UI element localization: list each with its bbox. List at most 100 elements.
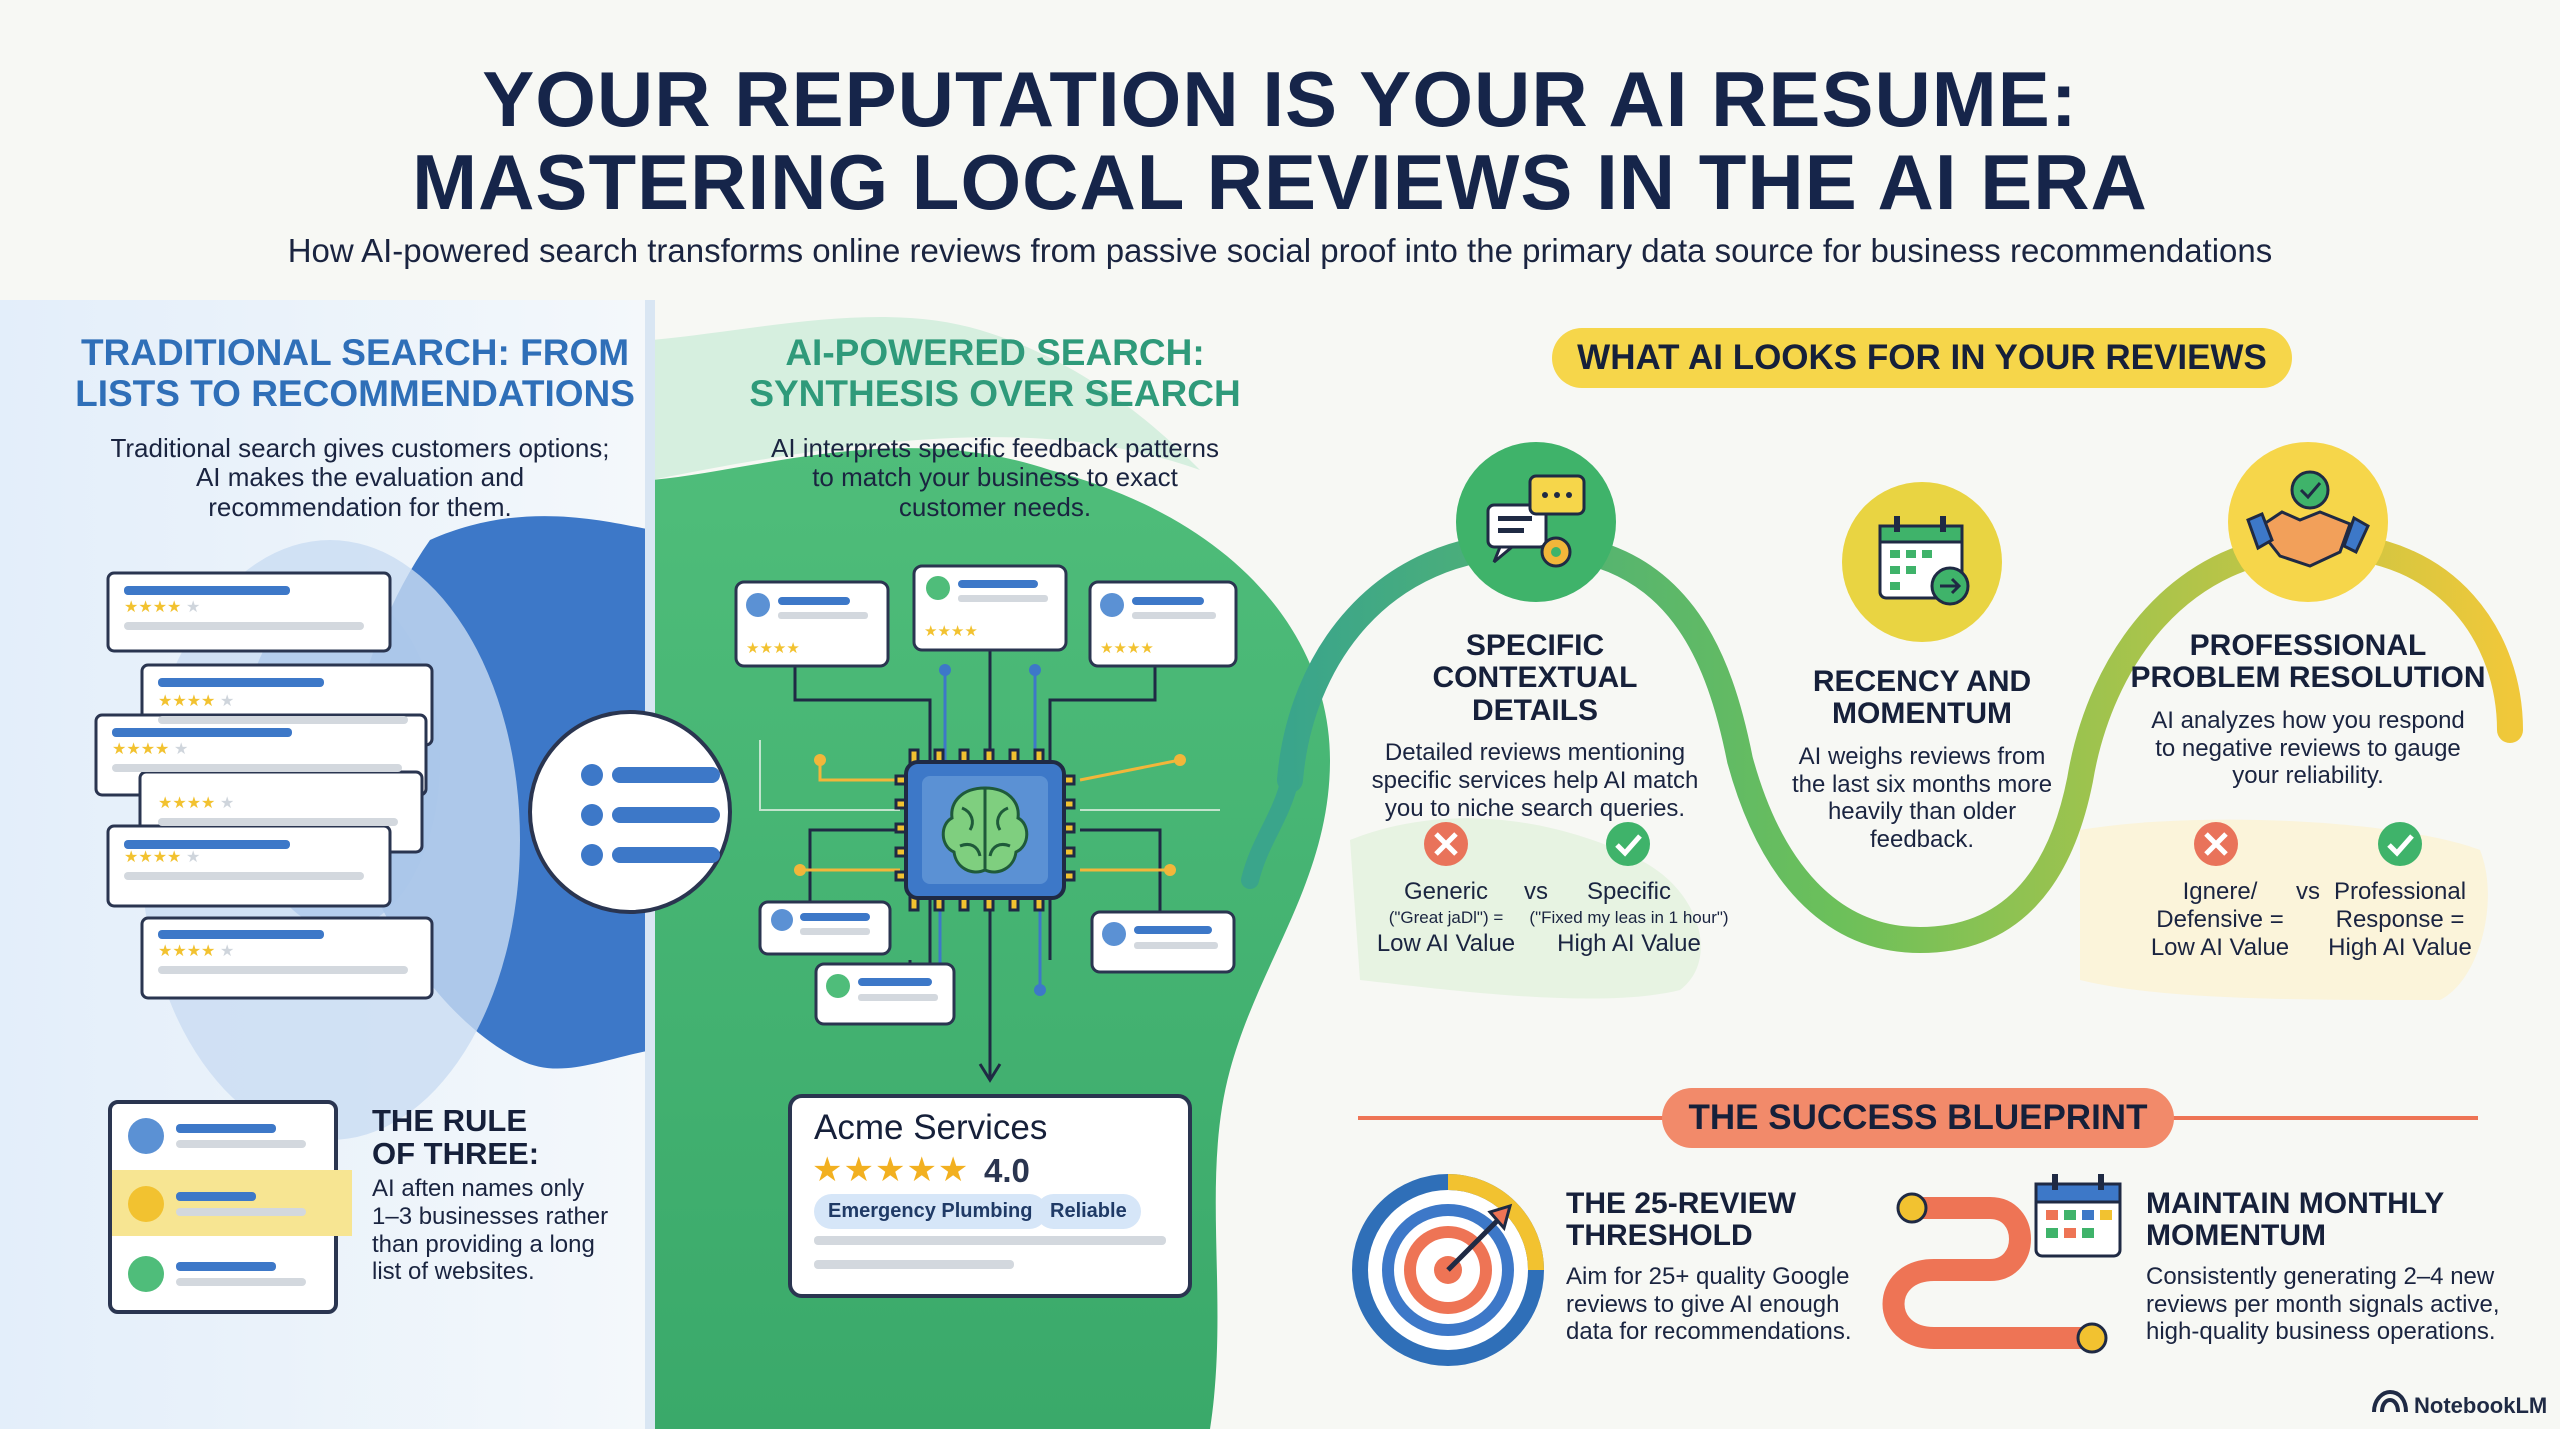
svg-text:★★★★: ★★★★ <box>124 597 181 616</box>
momentum-title-line-2: MOMENTUM <box>2146 1219 2326 1253</box>
svg-text:★★★★: ★★★★ <box>124 847 181 866</box>
recency-desc-line-1: AI weighs reviews from <box>1798 742 2046 770</box>
generic-comparison: Generic ("Great jaDl") = Low AI Value <box>1360 878 1532 957</box>
vs-label-1: vs <box>1524 878 1548 905</box>
threshold-title-line-1: THE 25-REVIEW <box>1566 1187 1797 1220</box>
momentum-path-icon <box>1882 1174 2122 1354</box>
recency-desc-line-4: feedback. <box>1869 826 1975 854</box>
specific-desc-line-2: specific services help AI match <box>1371 767 1699 794</box>
ai-search-heading: AI-POWERED SEARCH: SYNTHESIS OVER SEARCH <box>680 332 1310 415</box>
professional-value: High AI Value <box>2328 933 2472 961</box>
resolution-desc-line-3: your reliability. <box>2232 762 2384 790</box>
ai-search-heading-line-2: SYNTHESIS OVER SEARCH <box>749 373 1241 415</box>
professional-comparison: Professional Response = High AI Value <box>2320 878 2480 961</box>
specific-title-line-1: SPECIFIC <box>1465 629 1605 662</box>
tag-reliable: Reliable <box>1036 1194 1141 1229</box>
rule-desc-line-1: AI aften names only <box>372 1174 585 1202</box>
rule-desc-line-3: than providing a long <box>372 1230 595 1258</box>
specific-example: ("Fixed my leas in 1 hour") <box>1529 907 1729 927</box>
svg-text:★: ★ <box>174 739 188 758</box>
ai-search-description: AI interprets specific feedback patterns… <box>690 433 1300 522</box>
x-icon <box>1424 822 1468 866</box>
blueprint-item-threshold: THE 25-REVIEW THRESHOLD Aim for 25+ qual… <box>1566 1187 1852 1346</box>
traditional-description: Traditional search gives customers optio… <box>80 433 640 522</box>
specific-comparison: Specific ("Fixed my leas in 1 hour") Hig… <box>1520 878 1738 957</box>
ai-looks-banner: WHAT AI LOOKS FOR IN YOUR REVIEWS <box>1552 328 2292 388</box>
specific-label: Specific <box>1586 878 1672 905</box>
blueprint-banner: THE SUCCESS BLUEPRINT <box>1662 1088 2174 1148</box>
ai-looks-item-resolution: PROFESSIONAL PROBLEM RESOLUTION AI analy… <box>2130 629 2486 790</box>
tag-emergency-plumbing: Emergency Plumbing <box>814 1194 1047 1229</box>
svg-text:★: ★ <box>186 597 200 616</box>
professional-example: Response = <box>2335 905 2465 933</box>
momentum-desc-line-2: reviews per month signals active, <box>2146 1290 2500 1318</box>
svg-text:★★★★: ★★★★ <box>112 739 169 758</box>
svg-text:★: ★ <box>220 941 234 960</box>
chat-gear-icon <box>1456 442 1616 602</box>
handshake-icon <box>2228 442 2388 602</box>
check-icon <box>1606 822 1650 866</box>
resolution-title-line-2: PROBLEM RESOLUTION <box>2130 661 2486 695</box>
svg-text:★★★★: ★★★★ <box>924 622 978 640</box>
rule-title-line-1: THE RULE <box>372 1103 527 1138</box>
rule-title-line-2: OF THREE: <box>372 1136 540 1172</box>
recency-desc-line-2: the last six months more <box>1791 770 2053 798</box>
svg-text:★: ★ <box>220 793 234 812</box>
defensive-comparison: Ignere/ Defensive = Low AI Value <box>2140 878 2300 961</box>
blueprint-item-momentum: MAINTAIN MONTHLY MOMENTUM Consistently g… <box>2146 1187 2500 1346</box>
ai-looks-item-recency: RECENCY AND MOMENTUM AI weighs reviews f… <box>1770 665 2074 854</box>
rating-value: 4.0 <box>984 1152 1030 1189</box>
generic-label: Generic <box>1403 878 1489 905</box>
subtitle: How AI-powered search transforms online … <box>287 232 2273 269</box>
traditional-desc-line-1: Traditional search gives customers optio… <box>110 433 610 463</box>
ai-desc-line-3: customer needs. <box>898 491 1092 522</box>
target-icon <box>1352 1174 1544 1366</box>
recency-title-line-1: RECENCY AND <box>1812 665 2032 698</box>
traditional-desc-line-2: AI makes the evaluation and <box>195 462 525 493</box>
footer-brand: NotebookLM <box>2414 1393 2548 1418</box>
traditional-heading-line-1: TRADITIONAL SEARCH: FROM <box>80 332 630 373</box>
rule-desc-line-2: 1–3 businesses rather <box>372 1202 609 1230</box>
defensive-example: Defensive = <box>2156 905 2284 933</box>
brain-icon <box>941 786 1029 874</box>
svg-text:★★★★: ★★★★ <box>158 793 215 812</box>
specific-title-line-2: CONTEXTUAL DETAILS <box>1432 661 1638 727</box>
check-icon <box>2378 822 2422 866</box>
rule-of-three: THE RULE OF THREE: AI aften names only 1… <box>372 1104 608 1286</box>
calendar-arrow-icon <box>1842 482 2002 642</box>
title-line-2: MASTERING LOCAL REVIEWS IN THE AI ERA <box>412 138 2148 226</box>
svg-text:★: ★ <box>186 847 200 866</box>
resolution-desc-line-2: to negative reviews to gauge <box>2155 734 2461 762</box>
svg-text:★: ★ <box>220 691 234 710</box>
defensive-label: Ignere/ <box>2182 878 2258 905</box>
notebooklm-logo-icon <box>2372 1389 2408 1413</box>
ai-desc-line-2: to match your business to exact <box>812 462 1178 493</box>
traditional-heading: TRADITIONAL SEARCH: FROM LISTS TO RECOMM… <box>60 332 650 415</box>
rating-stars: ★★★★★ <box>812 1150 970 1190</box>
defensive-value: Low AI Value <box>2150 933 2290 961</box>
recency-desc-line-3: heavily than older <box>1827 798 2017 826</box>
specific-value: High AI Value <box>1557 929 1701 957</box>
generic-value: Low AI Value <box>1376 929 1516 957</box>
threshold-desc-line-2: reviews to give AI enough <box>1566 1290 1840 1318</box>
svg-text:★★★★: ★★★★ <box>158 941 215 960</box>
specific-desc-line-3: you to niche search queries. <box>1384 794 1686 822</box>
threshold-title-line-2: THRESHOLD <box>1566 1219 1753 1253</box>
momentum-desc-line-1: Consistently generating 2–4 new <box>2146 1262 2495 1290</box>
threshold-desc-line-3: data for recommendations. <box>1566 1318 1852 1346</box>
momentum-title-line-1: MAINTAIN MONTHLY <box>2146 1187 2445 1220</box>
title-line-1: YOUR REPUTATION IS YOUR AI RESUME: <box>482 55 2078 143</box>
x-icon <box>2194 822 2238 866</box>
business-name: Acme Services <box>814 1108 1048 1147</box>
momentum-desc-line-3: high-quality business operations. <box>2146 1318 2496 1346</box>
svg-text:★★★★: ★★★★ <box>158 691 215 710</box>
traditional-heading-line-2: LISTS TO RECOMMENDATIONS <box>75 373 635 415</box>
ai-search-heading-line-1: AI-POWERED SEARCH: <box>785 332 1205 373</box>
resolution-title-line-1: PROFESSIONAL <box>2189 629 2427 662</box>
traditional-desc-line-3: recommendation for them. <box>208 491 512 522</box>
professional-label: Professional <box>2333 878 2467 905</box>
specific-desc-line-1: Detailed reviews mentioning <box>1384 739 1686 767</box>
